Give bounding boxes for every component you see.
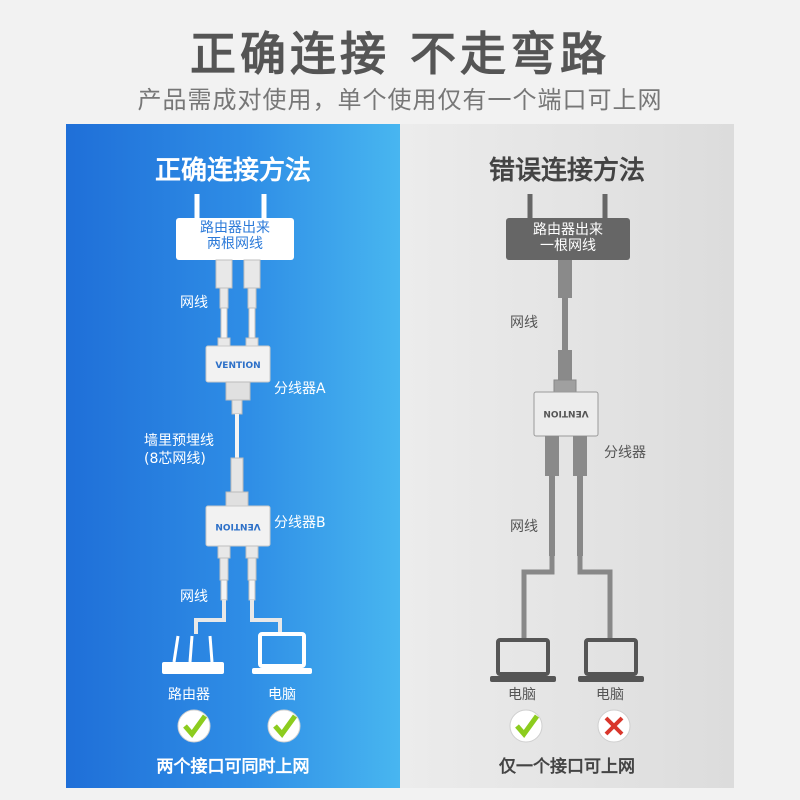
router-source-box-icon: [506, 194, 630, 260]
cable-label: 网线: [510, 315, 538, 331]
wrong-method-panel: 错误连接方法 VENTION: [400, 124, 734, 788]
network-cable-pair-icon: [215, 259, 261, 347]
correct-connection-diagram: VENTION VENTION: [162, 194, 312, 743]
check-icon: [267, 709, 301, 743]
output-cable-pair-icon: [545, 436, 587, 556]
laptop-2-label: 电脑: [596, 687, 624, 703]
splitter-icon: VENTION: [533, 391, 599, 437]
laptop-icon: [578, 638, 644, 682]
check-icon: [177, 709, 211, 743]
page-title: 正确连接 不走弯路: [189, 27, 610, 81]
splitter-b-label: 分线器B: [274, 515, 326, 531]
svg-text:VENTION: VENTION: [215, 361, 260, 371]
router-source-label: 路由器出来 两根网线: [200, 220, 270, 252]
splitter-b-icon: VENTION: [205, 505, 271, 547]
laptop-icon: [252, 632, 312, 674]
page-subtitle: 产品需成对使用，单个使用仅有一个端口可上网: [137, 86, 663, 114]
output-cable-label: 网线: [180, 589, 208, 605]
laptop-1-label: 电脑: [508, 687, 536, 703]
wrong-connection-diagram: VENTION: [490, 194, 644, 743]
wrong-method-title: 错误连接方法: [488, 156, 645, 186]
single-cable-icon: [553, 260, 577, 393]
correct-method-panel: 正确连接方法 VENTION: [66, 124, 400, 788]
splitter-label: 分线器: [604, 445, 646, 461]
correct-method-title: 正确连接方法: [154, 156, 311, 186]
laptop-icon: [490, 638, 556, 682]
wall-cable-icon: [225, 399, 249, 507]
svg-text:VENTION: VENTION: [543, 408, 588, 418]
output-cable-label: 网线: [510, 519, 538, 535]
router-device-icon: [162, 635, 224, 674]
output-cable-pair-icon: [217, 545, 259, 601]
cable-label: 网线: [180, 295, 208, 311]
wall-cable-label: 墙里预埋线 (8芯网线): [144, 433, 214, 467]
splitter-a-label: 分线器A: [274, 381, 326, 397]
cross-icon: [597, 709, 631, 743]
svg-text:VENTION: VENTION: [215, 521, 260, 531]
check-icon: [509, 709, 543, 743]
router-device-label: 路由器: [168, 687, 210, 703]
laptop-label: 电脑: [268, 687, 296, 703]
router-source-label: 路由器出来 一根网线: [533, 222, 603, 254]
wrong-footer: 仅一个接口可上网: [499, 757, 635, 777]
router-source-box-icon: [176, 194, 294, 260]
correct-footer: 两个接口可同时上网: [156, 757, 310, 777]
splitter-a-icon: VENTION: [205, 345, 271, 401]
